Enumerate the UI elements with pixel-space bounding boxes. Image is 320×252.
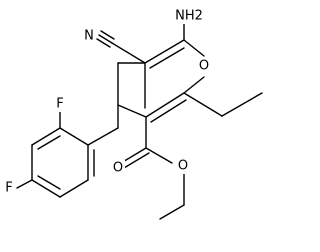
bond-c2-c3-double <box>150 99 187 123</box>
bond-ar-double-3 <box>37 175 61 190</box>
bond-ar5-ar6 <box>31 179 61 198</box>
molecule-structure-diagram: NH2 N O F F O O <box>3 8 263 220</box>
nitrile-n-label: N <box>84 29 94 44</box>
amino-label: NH2 <box>175 9 203 24</box>
bond-ester-c-odouble-2 <box>123 152 150 169</box>
fluoro-para-label: F <box>5 181 12 196</box>
bond-c2-c3-single <box>145 92 185 118</box>
bond-ar2-ar3 <box>59 127 89 146</box>
bond-c3-c4 <box>117 104 147 118</box>
ring-o-bg <box>197 58 211 74</box>
fluoro-ortho-bg <box>54 96 67 112</box>
amino-bg <box>174 8 204 24</box>
bond-c6-o1 <box>183 39 205 57</box>
ester-o-carbonyl-label: O <box>113 161 123 176</box>
ring-o-label: O <box>199 59 209 74</box>
bond-c5-c6-double <box>149 47 185 69</box>
bond-ester-c-odouble <box>120 147 147 164</box>
bond-ar1-ar2 <box>87 127 119 146</box>
bond-ester-ch2-ch3 <box>159 204 185 220</box>
atom-label-layer: NH2 N O F F O O <box>3 8 211 196</box>
nitrile-n-bg <box>82 28 96 44</box>
fluoro-ortho-label: F <box>56 97 63 112</box>
bond-ar6-ar1 <box>59 179 89 198</box>
bond-o1-c2 <box>183 76 205 94</box>
bond-ester-c-osingle <box>145 147 173 164</box>
bond-cn-triple-1 <box>98 34 113 44</box>
ester-o-ether-label: O <box>178 159 188 174</box>
bond-c5-cn <box>111 42 146 64</box>
bond-cn-triple-3 <box>96 38 111 48</box>
bond-cn-triple-2 <box>100 30 115 40</box>
fluoro-para-bg <box>3 180 16 196</box>
bond-ar3-ar4 <box>31 127 61 146</box>
bond-layer <box>16 21 263 220</box>
bond-ar5-f <box>16 179 33 189</box>
ester-o-carbonyl-bg <box>111 160 125 176</box>
bond-ch2-ch3 <box>221 92 263 117</box>
bond-c2-ch2 <box>183 92 223 117</box>
bond-ar-double-2 <box>37 135 61 150</box>
bond-c5-c6-single <box>144 39 185 64</box>
ester-o-ether-bg <box>176 158 190 174</box>
